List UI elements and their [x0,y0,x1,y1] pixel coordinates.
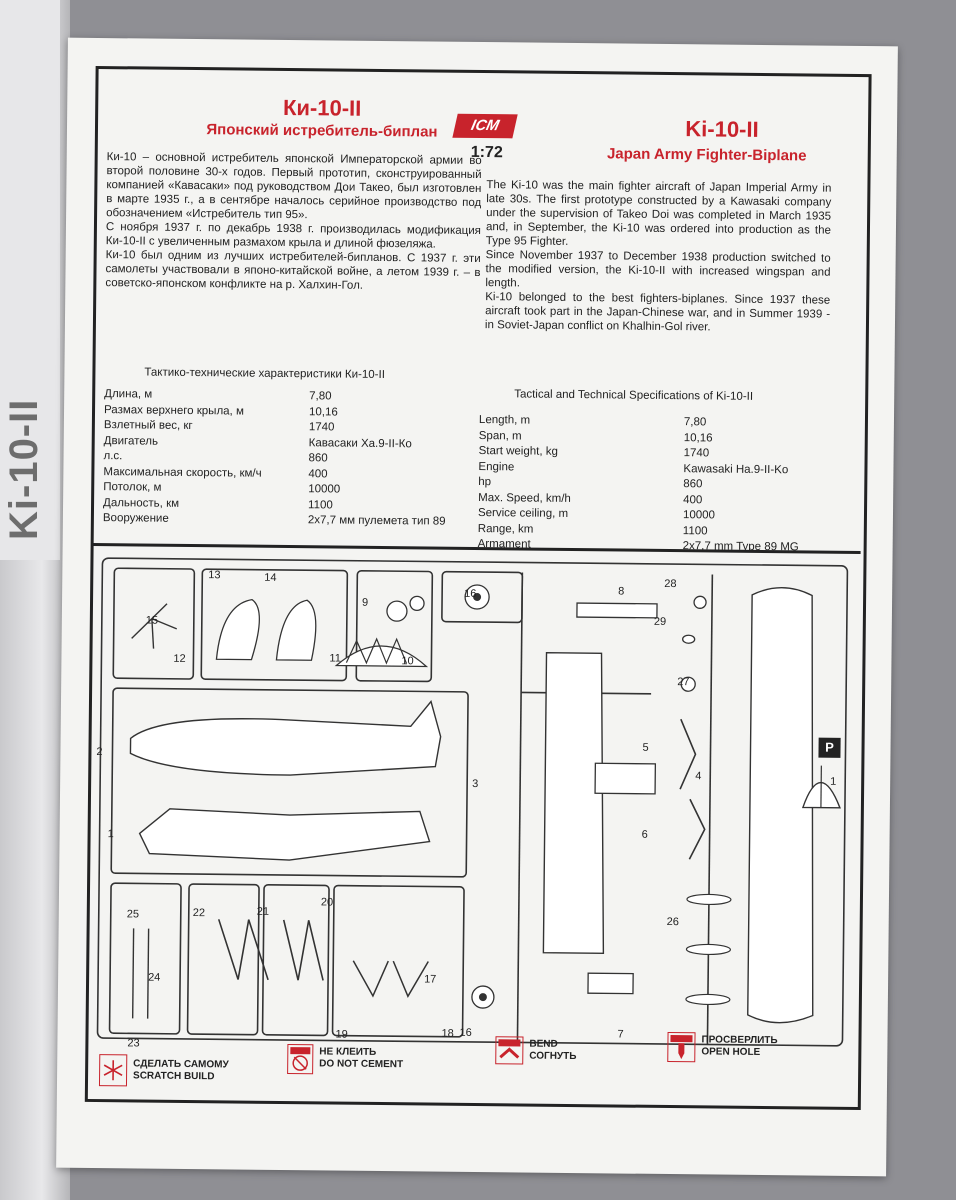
part-number-label: 9 [361,596,369,609]
kit-box: Ki-10-II [0,0,60,560]
spec-value: 860 [683,478,703,491]
spec-label: Start weight, kg [478,445,558,458]
spec-value: 2х7,7 мм пулемета тип 89 [307,514,446,528]
spec-label: Взлетный вес, кг [103,419,193,433]
part-number-label: 12 [173,652,186,665]
specs-title-ru: Тактико-технические характеристики Ки-10… [144,366,386,382]
description-ru: Ки-10 – основной истребитель японской Им… [105,151,482,292]
spec-value: 1100 [682,524,708,537]
sprue-letter-badge: P [818,737,841,758]
part-number-label: 11 [329,652,341,665]
part-number-label: 16 [464,587,477,600]
spec-value: 400 [683,493,703,506]
spec-label: Range, km [477,522,534,536]
do-not-cement-icon [287,1044,314,1075]
spec-value: 1740 [308,421,335,434]
spec-label: Размах верхнего крыла, м [103,403,244,418]
part-number-label: 25 [126,908,140,921]
part-number-label: 24 [148,971,161,984]
spec-label: Максимальная скорость, км/ч [103,465,262,480]
instruction-sheet: Ки-10-II Японский истребитель-биплан ICM… [56,37,898,1177]
spec-value: 7,80 [683,416,707,429]
spec-label: Длина, м [104,388,153,401]
spec-label: Потолок, м [103,481,162,494]
part-number-label: 13 [208,569,221,582]
part-number-label: 18 [441,1027,454,1040]
part-number-label: 29 [653,615,667,628]
part-number-label: 15 [145,614,159,627]
spec-label: Дальность, км [103,496,180,510]
legend-bend: BEND СОГНУТЬ [529,1038,577,1063]
drill-hole-icon [667,1032,696,1063]
specs-title-en: Tactical and Technical Specifications of… [514,388,754,403]
legend-scratch-build: СДЕЛАТЬ САМОМУ SCRATCH BUILD [133,1058,229,1083]
part-number-label: 27 [677,676,690,689]
title-ru: Ки-10-II [282,94,362,121]
part-number-label: 19 [335,1028,348,1041]
box-spine-text: Ki-10-II [2,398,46,540]
legend-open-hole: ПРОСВЕРЛИТЬ OPEN HOLE [701,1034,778,1058]
part-number-label: 7 [617,1028,624,1041]
sprue-p-part-label: 1 [830,775,837,788]
description-en: The Ki-10 was the main fighter aircraft … [484,179,832,334]
part-number-label: 20 [320,896,334,909]
sprue-diagram [96,557,849,1047]
spec-label: Engine [478,460,515,473]
scratch-build-icon [98,1054,128,1087]
part-number-label: 10 [401,655,414,668]
subtitle-en: Japan Army Fighter-Biplane [606,145,807,165]
part-number-label: 17 [424,973,437,986]
part-number-label: 26 [666,916,680,929]
spec-value: 7,80 [309,390,332,403]
spec-value: 400 [308,467,328,480]
spec-value: 1740 [683,447,710,460]
part-number-label: 5 [642,741,649,754]
spec-label: Двигатель [103,434,159,448]
part-number-label: 4 [695,770,702,783]
spec-label: Length, m [478,414,531,427]
part-number-label: 1 [107,828,114,841]
part-number-label: 2 [96,746,103,759]
spec-label: Вооружение [102,512,169,525]
spec-value: Kawasaki Ha.9-II-Ko [683,462,789,476]
spec-value: 10000 [682,509,716,522]
spec-value: Кавасаки Ха.9-II-Ко [308,436,412,450]
part-number-label: 6 [641,828,648,841]
spec-value: 10000 [308,483,341,496]
spec-value: 10,16 [308,405,338,419]
spec-label: Service ceiling, m [477,507,569,520]
title-en: Ki-10-II [685,116,759,142]
spec-value: 10,16 [683,431,713,444]
spec-value: 860 [308,452,328,465]
part-number-label: 16 [459,1026,472,1039]
icm-logo: ICM [452,113,518,139]
part-number-label: 22 [192,907,206,920]
spec-label: Max. Speed, km/h [478,491,571,505]
part-number-label: 21 [256,905,270,918]
part-number-label: 23 [127,1037,140,1050]
bend-icon [495,1036,524,1065]
part-number-label: 3 [472,777,479,791]
spec-label: Span, m [478,429,522,442]
legend-do-not-cement: НЕ КЛЕИТЬ DO NOT CEMENT [319,1046,404,1071]
part-number-label: 14 [264,571,277,584]
part-number-label: 28 [664,577,677,591]
spec-value: 1100 [307,498,333,511]
clear-canopy-part [801,765,841,809]
spec-label: л.с. [103,450,123,463]
legend: СДЕЛАТЬ САМОМУ SCRATCH BUILD НЕ КЛЕИТЬ D… [68,38,898,1087]
spec-label: hp [478,476,492,489]
part-number-label: 8 [618,585,625,598]
